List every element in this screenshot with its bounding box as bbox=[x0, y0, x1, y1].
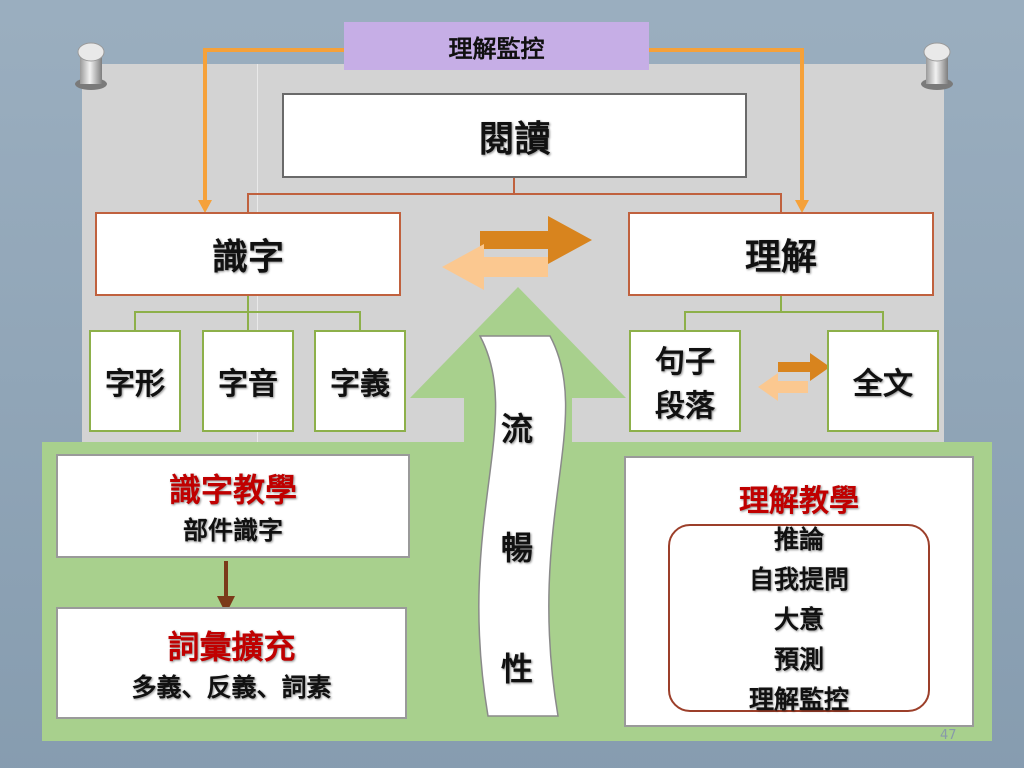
word-sound-box: 字音 bbox=[202, 330, 294, 432]
strategy-prediction: 預測 bbox=[773, 645, 824, 674]
word-teaching-box: 識字教學 部件識字 bbox=[56, 454, 410, 558]
fluency-char-2: 暢 bbox=[501, 529, 534, 567]
paragraph-label: 段落 bbox=[655, 389, 715, 424]
comp-connector-branch bbox=[684, 311, 884, 330]
word-teaching-title: 識字教學 bbox=[168, 471, 297, 509]
small-right-arrow-icon bbox=[778, 353, 830, 381]
monitor-line-left bbox=[203, 48, 344, 202]
comp-teaching-box: 理解教學 bbox=[624, 456, 974, 727]
monitor-arrowhead-left bbox=[198, 200, 212, 213]
pin-icon-right bbox=[921, 42, 953, 90]
strategy-self-questioning: 自我提問 bbox=[748, 565, 849, 594]
sentence-label: 句子 bbox=[655, 345, 715, 380]
small-left-arrow-icon bbox=[758, 373, 808, 401]
vocabulary-body: 多義、反義、詞素 bbox=[131, 673, 332, 702]
word-teaching-body: 部件識字 bbox=[182, 516, 283, 545]
left-arrow-icon bbox=[442, 244, 548, 290]
whole-text-box: 全文 bbox=[827, 330, 939, 432]
comprehension-box: 理解 bbox=[628, 212, 934, 296]
word-recognition-box: 識字 bbox=[95, 212, 401, 296]
fluency-char-3: 性 bbox=[501, 650, 534, 688]
word-meaning-box: 字義 bbox=[314, 330, 406, 432]
page-number: 47 bbox=[940, 728, 957, 743]
comp-strategies-frame bbox=[668, 524, 930, 712]
monitor-line-right bbox=[649, 48, 804, 202]
word-teaching-stack: 識字教學 部件識字 bbox=[169, 465, 297, 547]
monitor-arrowhead-right bbox=[795, 200, 809, 213]
monitoring-label: 理解監控 bbox=[344, 22, 649, 70]
strategy-inference: 推論 bbox=[773, 525, 824, 554]
sentence-paragraph-stack: 句子 段落 bbox=[655, 337, 715, 425]
pin-icon-left bbox=[75, 42, 107, 90]
fluency-char-1: 流 bbox=[501, 410, 534, 448]
vocabulary-box: 詞彙擴充 多義、反義、詞素 bbox=[56, 607, 407, 719]
vocabulary-title: 詞彙擴充 bbox=[167, 628, 296, 666]
fluency-banner bbox=[478, 335, 567, 717]
comp-strategies-list: 推論 自我提問 大意 預測 理解監控 bbox=[668, 520, 930, 720]
down-arrow-icon bbox=[217, 596, 235, 614]
vocabulary-stack: 詞彙擴充 多義、反義、詞素 bbox=[131, 622, 331, 704]
right-arrow-icon bbox=[480, 216, 592, 264]
reading-connector-branch bbox=[247, 193, 782, 212]
strategy-monitoring: 理解監控 bbox=[748, 685, 849, 714]
reading-box: 閱讀 bbox=[282, 93, 747, 178]
strategy-main-idea: 大意 bbox=[773, 605, 824, 634]
sentence-paragraph-box: 句子 段落 bbox=[629, 330, 741, 432]
comp-teaching-title: 理解教學 bbox=[739, 484, 859, 519]
word-shape-box: 字形 bbox=[89, 330, 181, 432]
